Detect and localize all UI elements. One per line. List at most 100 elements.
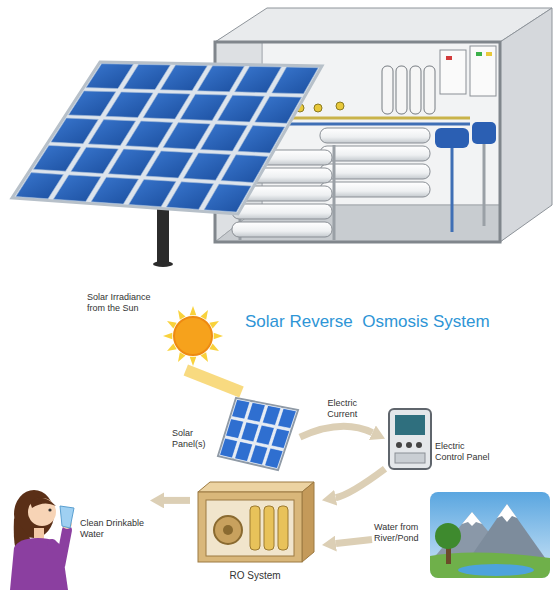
solar-cell xyxy=(278,408,297,428)
person-drinking xyxy=(52,530,67,556)
ro-equipment xyxy=(410,66,421,114)
container xyxy=(215,8,552,42)
solar-cell xyxy=(232,399,250,419)
ro-system-cabinet xyxy=(278,506,288,550)
ro-system-cabinet xyxy=(214,516,242,544)
river-pond-picture xyxy=(430,492,550,578)
solar-cells xyxy=(16,64,319,212)
river-pond-picture xyxy=(458,564,534,576)
node-label: Solar Panel(s) xyxy=(172,428,216,450)
control-panel-icon xyxy=(406,442,412,448)
person-drinking xyxy=(60,506,74,528)
river-pond-picture xyxy=(462,512,482,526)
ro-equipment xyxy=(382,66,393,114)
container xyxy=(215,205,548,242)
control-panel-icon xyxy=(389,409,431,469)
ro-equipment xyxy=(232,204,332,219)
ro-equipment xyxy=(470,46,496,96)
solar-cell xyxy=(262,405,281,425)
river-pond-picture xyxy=(435,523,461,549)
solar-cell xyxy=(250,445,268,465)
solar-cell xyxy=(204,184,251,212)
ro-equipment xyxy=(320,182,430,197)
solar-cell xyxy=(247,402,266,422)
ro-equipment xyxy=(451,148,454,232)
solar-cell xyxy=(241,422,259,442)
node-label: Solar Irradiance from the Sun xyxy=(87,292,159,314)
ro-system-cabinet xyxy=(198,492,302,562)
flow-arrow xyxy=(164,497,190,504)
sun-ray xyxy=(190,357,197,366)
control-panel-node: Electric Control Panel xyxy=(385,405,505,480)
ro-equipment xyxy=(435,128,469,148)
ro-equipment xyxy=(446,56,452,60)
ro-equipment xyxy=(320,146,430,161)
solar-cell xyxy=(256,425,275,445)
sun-ray xyxy=(163,333,172,340)
control-panel-icon xyxy=(395,453,425,463)
river-pond-picture xyxy=(497,504,517,522)
ro-system-cabinet xyxy=(198,482,314,492)
ro-equipment xyxy=(215,42,500,242)
ro-equipment xyxy=(396,66,407,114)
solar-cell xyxy=(226,419,244,439)
ro-equipment xyxy=(320,164,430,179)
ro-equipment xyxy=(476,52,482,56)
person-drinking xyxy=(30,498,56,508)
solar-panel-array xyxy=(12,62,322,214)
solar-cell xyxy=(220,438,238,458)
ro-equipment xyxy=(320,128,430,143)
solar-ro-container-illustration xyxy=(0,0,556,272)
ro-system-cabinet xyxy=(264,506,274,550)
solar-cell xyxy=(235,441,253,461)
control-panel-icon xyxy=(416,442,422,448)
panel-pole xyxy=(153,261,173,267)
ro-equipment xyxy=(472,122,496,144)
flow-arrow xyxy=(336,469,385,498)
flow-arrow xyxy=(336,540,372,544)
sun-ray xyxy=(214,333,223,340)
ro-system-cabinet xyxy=(302,482,314,562)
diagram-title: Solar Reverse Osmosis System xyxy=(245,312,490,332)
sun-node: Solar Irradiance from the Sun xyxy=(85,290,225,370)
sun-disc xyxy=(174,317,212,355)
person-drinking xyxy=(28,498,56,526)
ro-system-node: RO System xyxy=(190,478,322,590)
node-label: Electric Control Panel xyxy=(435,441,495,463)
solar-cell xyxy=(238,126,285,153)
solar-cell xyxy=(271,428,290,448)
ro-equipment xyxy=(424,66,435,114)
solar-cell xyxy=(265,448,284,468)
solar-panel-node: Solar Panel(s) xyxy=(170,392,300,474)
ro-equipment xyxy=(440,50,466,94)
control-panel-icon xyxy=(396,442,402,448)
ro-equipment xyxy=(232,222,332,237)
solar-cell xyxy=(221,155,268,183)
ro-equipment xyxy=(215,42,500,242)
ro-equipment xyxy=(314,104,322,112)
solar-cell xyxy=(272,67,319,94)
flow-arrow xyxy=(300,426,372,437)
node-label: RO System xyxy=(190,570,320,582)
ro-system-cabinet xyxy=(206,500,294,556)
ro-system-cabinet xyxy=(223,525,233,535)
ro-system-cabinet xyxy=(250,506,260,550)
ro-equipment xyxy=(483,144,486,226)
node-label: Water from River/Pond xyxy=(374,522,428,544)
ro-equipment xyxy=(262,123,470,126)
ro-equipment xyxy=(486,52,492,56)
node-label: Clean Drinkable Water xyxy=(80,518,148,540)
water-source-node: Water from River/Pond xyxy=(372,490,552,580)
edge-label: Electric Current xyxy=(317,398,367,420)
person-drinking xyxy=(4,478,150,590)
solar-cell xyxy=(255,96,302,123)
sunlight-beam xyxy=(186,370,242,392)
control-panel-icon xyxy=(395,415,425,435)
panel-frame xyxy=(218,398,298,470)
solar-panel-array xyxy=(12,62,322,214)
drinker-node: Clean Drinkable Water xyxy=(4,478,150,590)
sun-ray xyxy=(190,306,197,315)
container xyxy=(500,8,552,242)
ro-equipment xyxy=(336,102,344,110)
